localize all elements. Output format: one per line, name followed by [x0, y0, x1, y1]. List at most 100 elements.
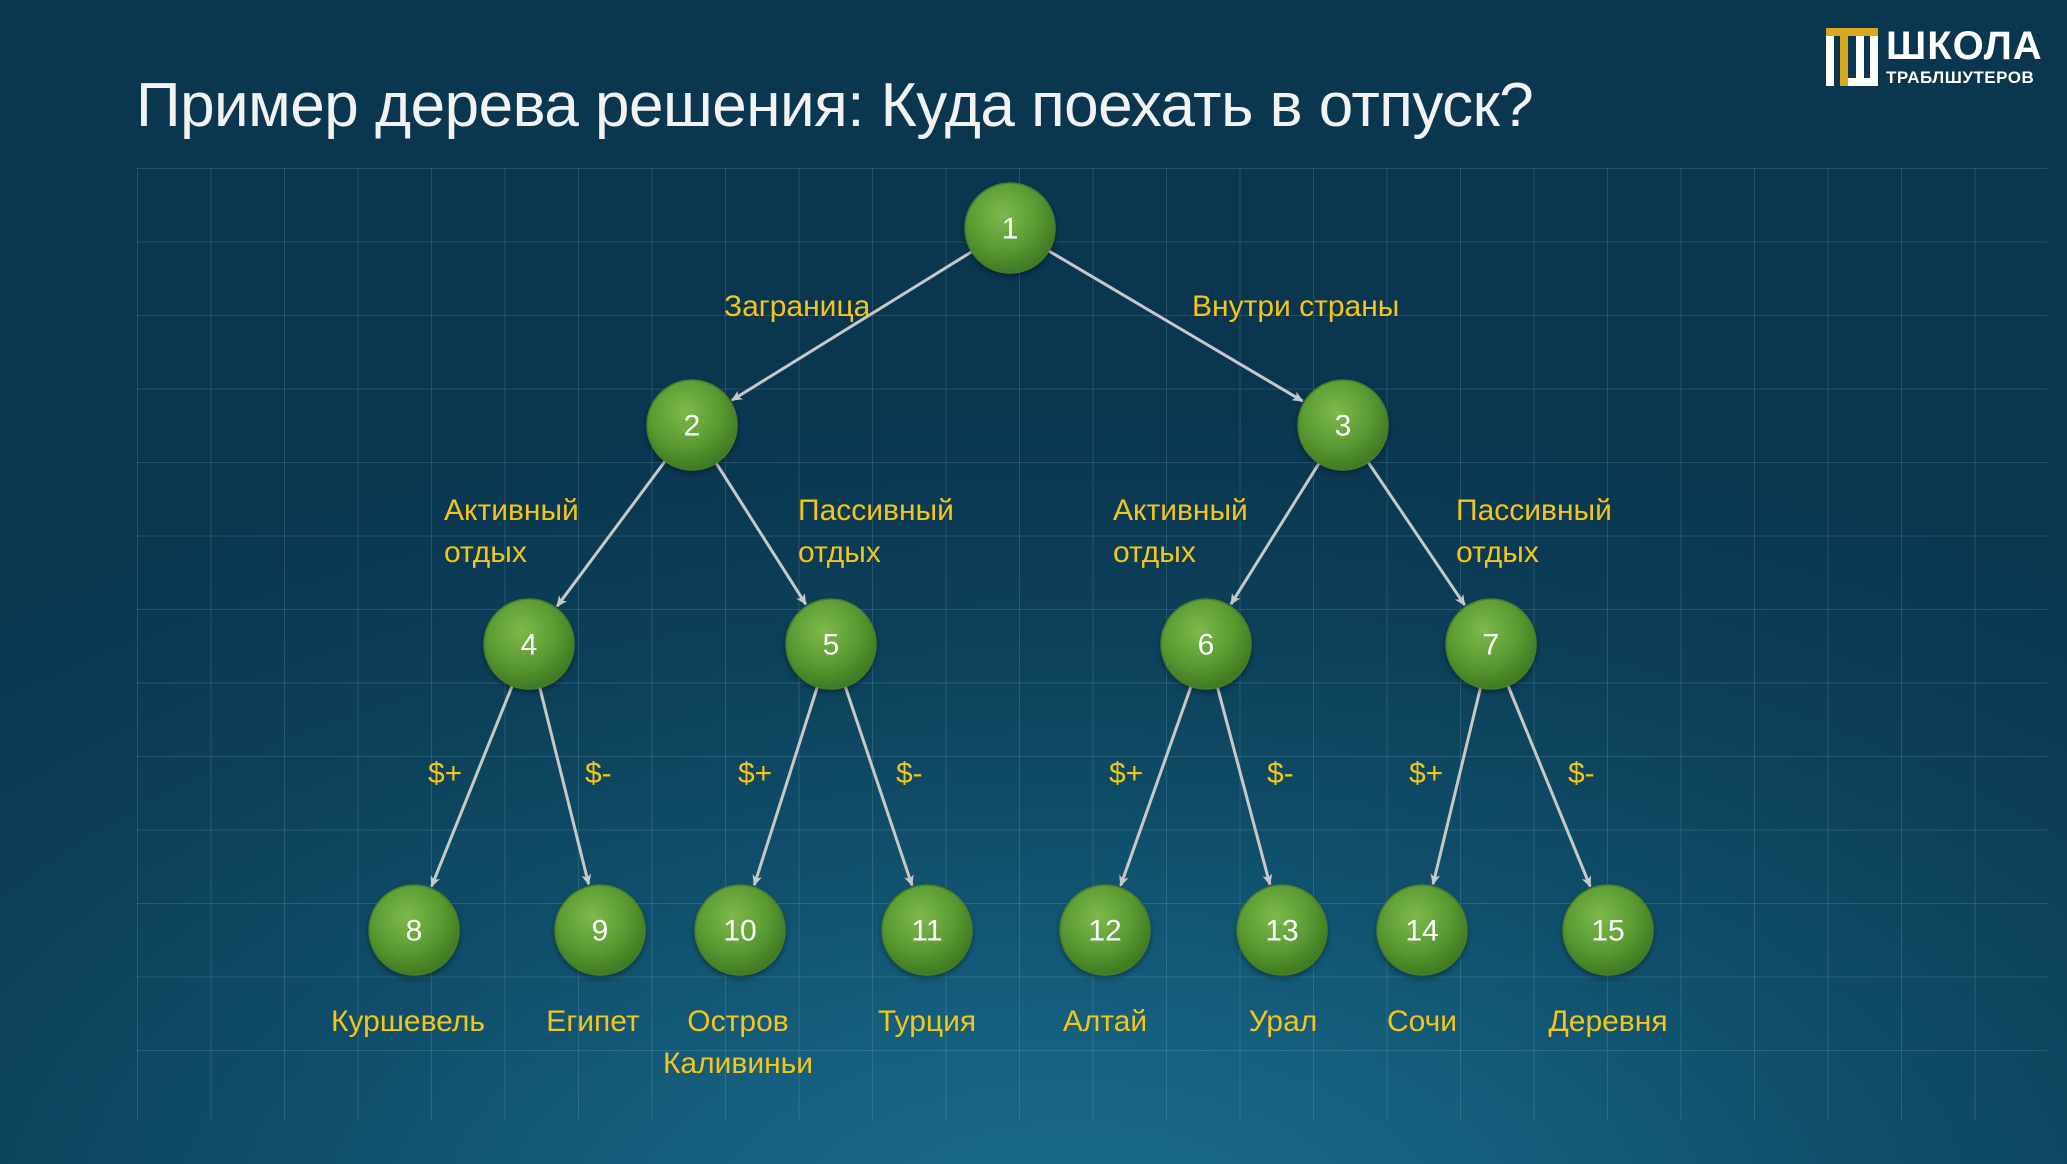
tree-node-13: 13	[1236, 884, 1328, 976]
tree-node-circle-8	[368, 884, 460, 976]
edge-label-passive-right-line1: Пассивный	[1456, 494, 1612, 527]
edge-7-15	[1505, 683, 1592, 888]
edge-label-money-plus-6: $+	[1109, 757, 1144, 790]
edge-label-abroad: Заграница	[724, 290, 871, 323]
tree-node-label-12: 12	[1088, 915, 1121, 948]
edge-label-money-minus-5: $-	[896, 757, 923, 790]
edge-2-4	[555, 458, 668, 608]
edge-5-11	[843, 684, 914, 887]
tree-node-label-3: 3	[1335, 410, 1352, 443]
logo-line2: ТРАБЛШУТЕРОВ	[1886, 68, 2035, 87]
edge-label-domestic: Внутри страны	[1192, 290, 1400, 323]
tree-node-circle-10	[694, 884, 786, 976]
tree-node-label-5: 5	[823, 629, 840, 662]
leaf-label-15: Деревня	[1548, 1001, 1667, 1043]
edge-label-passive-left: Пассивный отдых	[798, 490, 954, 574]
leaf-label-15-line1: Деревня	[1548, 1005, 1668, 1038]
tree-node-label-2: 2	[684, 410, 701, 443]
tree-node-7: 7	[1445, 598, 1537, 690]
edge-label-passive-right-line2: отдых	[1456, 536, 1539, 569]
leaf-label-8: Куршевель	[331, 1001, 485, 1043]
edge-label-passive-left-line1: Пассивный	[798, 494, 954, 527]
edge-1-3	[1046, 248, 1304, 403]
tree-node-circle-3	[1297, 379, 1389, 471]
edge-4-9	[537, 685, 592, 886]
tree-node-11: 11	[881, 884, 973, 976]
edge-label-money-plus-4: $+	[428, 757, 463, 790]
edge-3-7	[1365, 459, 1466, 606]
tree-node-circle-11	[881, 884, 973, 976]
edge-label-money-plus-5: $+	[738, 757, 773, 790]
tree-node-label-8: 8	[406, 915, 423, 948]
leaf-label-14: Сочи	[1387, 1001, 1457, 1043]
leaf-label-13: Урал	[1249, 1001, 1318, 1043]
tree-node-circle-13	[1236, 884, 1328, 976]
leaf-label-10-line2: Каливиньи	[662, 1047, 814, 1080]
leaf-label-9-line1: Египет	[546, 1005, 640, 1038]
leaf-label-9: Египет	[546, 1001, 639, 1043]
edges-layer	[430, 248, 1592, 888]
tree-node-label-1: 1	[1002, 213, 1019, 246]
leaf-label-14-line1: Сочи	[1386, 1005, 1458, 1038]
leaf-label-12: Алтай	[1063, 1001, 1147, 1043]
tree-node-8: 8	[368, 884, 460, 976]
edge-6-12	[1119, 684, 1194, 887]
edge-4-8	[430, 683, 515, 888]
tree-node-circle-7	[1445, 598, 1537, 690]
tree-node-10: 10	[694, 884, 786, 976]
leaf-label-11: Турция	[878, 1001, 976, 1043]
edge-label-passive-left-line2: отдых	[798, 536, 881, 569]
school-logo: ШКОЛА ТРАБЛШУТЕРОВ	[1822, 24, 2048, 90]
edge-label-active-left-line2: отдых	[444, 536, 527, 569]
tree-node-4: 4	[483, 598, 575, 690]
leaf-label-10: Остров Каливиньи	[663, 1001, 813, 1085]
leaf-label-13-line1: Урал	[1248, 1005, 1318, 1038]
tree-node-2: 2	[646, 379, 738, 471]
tree-node-label-13: 13	[1265, 915, 1298, 948]
logo-line1: ШКОЛА	[1886, 24, 2043, 68]
tree-node-6: 6	[1160, 598, 1252, 690]
tree-node-15: 15	[1562, 884, 1654, 976]
tree-node-circle-9	[554, 884, 646, 976]
edge-label-active-left: Активный отдых	[444, 490, 579, 574]
edge-label-active-right-line2: отдых	[1113, 536, 1196, 569]
edge-2-5	[713, 460, 808, 606]
leaf-label-10-line1: Остров	[687, 1005, 789, 1038]
edge-label-active-right-line1: Активный	[1113, 494, 1248, 527]
tree-node-label-10: 10	[723, 915, 756, 948]
tree-node-circle-6	[1160, 598, 1252, 690]
tree-node-5: 5	[785, 598, 877, 690]
tree-node-circle-14	[1376, 884, 1468, 976]
tree-node-circle-5	[785, 598, 877, 690]
edge-3-6	[1229, 460, 1322, 606]
edge-label-active-right: Активный отдых	[1113, 490, 1248, 574]
edge-label-active-left-line1: Активный	[444, 494, 579, 527]
tree-node-label-7: 7	[1483, 629, 1500, 662]
logo-mark-icon	[1826, 28, 1878, 86]
tree-node-label-14: 14	[1405, 915, 1438, 948]
edge-label-money-minus-4: $-	[585, 757, 612, 790]
tree-node-circle-15	[1562, 884, 1654, 976]
tree-node-9: 9	[554, 884, 646, 976]
tree-node-label-15: 15	[1591, 915, 1624, 948]
tree-node-label-6: 6	[1198, 629, 1215, 662]
edge-5-10	[752, 684, 820, 887]
leaf-label-12-line1: Алтай	[1062, 1005, 1148, 1038]
edge-6-13	[1215, 685, 1273, 886]
tree-node-circle-1	[964, 182, 1056, 274]
edge-label-money-minus-7: $-	[1568, 757, 1595, 790]
tree-node-12: 12	[1059, 884, 1151, 976]
tree-node-circle-12	[1059, 884, 1151, 976]
tree-node-label-4: 4	[521, 629, 538, 662]
edge-label-money-minus-6: $-	[1267, 757, 1294, 790]
edge-1-2	[731, 249, 975, 402]
leaf-label-8-line1: Куршевель	[331, 1005, 485, 1038]
slide-title: Пример дерева решения: Куда поехать в от…	[136, 71, 1534, 140]
tree-node-label-9: 9	[592, 915, 609, 948]
tree-node-label-11: 11	[911, 915, 942, 948]
tree-node-1: 1	[964, 182, 1056, 274]
edge-label-money-plus-7: $+	[1409, 757, 1444, 790]
